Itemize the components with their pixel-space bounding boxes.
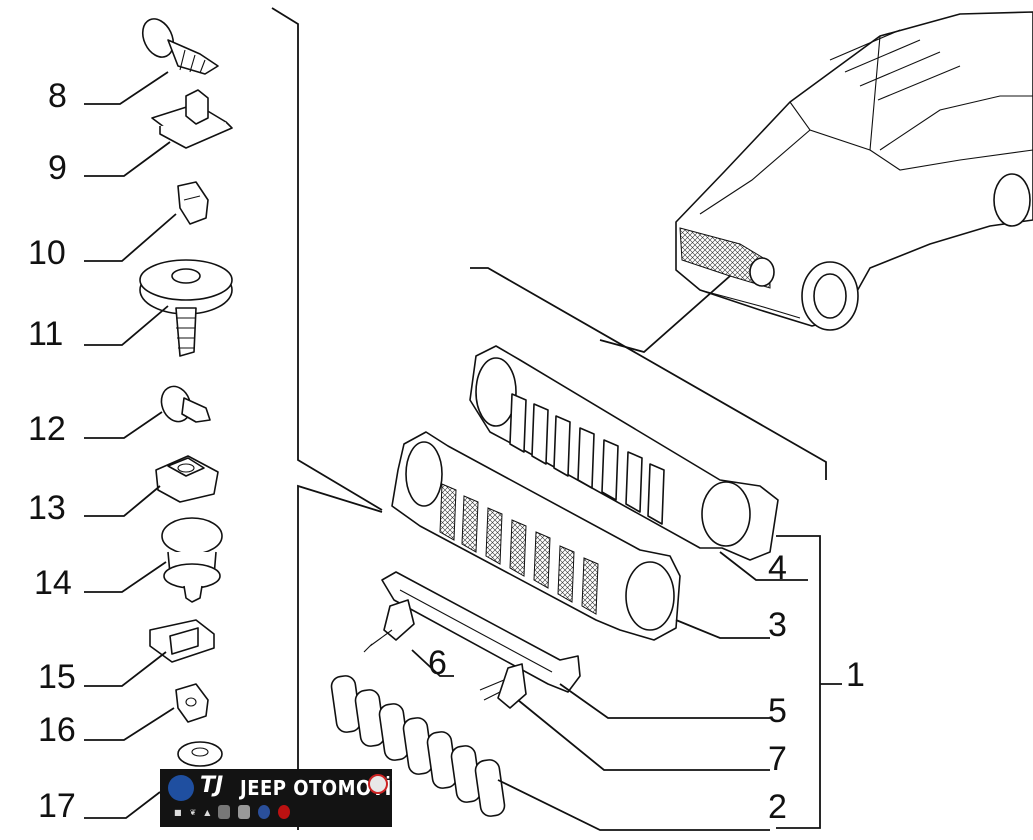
watermark-monogram: TJ — [200, 773, 224, 798]
group-bracket-lines — [271, 7, 842, 830]
fastener-14-push-rivet — [161, 517, 223, 603]
maserati-logo — [238, 805, 251, 819]
fiat-logo — [278, 805, 291, 819]
callout-1: 1 — [846, 656, 865, 694]
part-2-grille-rings — [330, 675, 506, 817]
ram-logo — [218, 805, 231, 819]
callout-2: 2 — [768, 788, 787, 826]
callout-12: 12 — [28, 410, 66, 448]
fastener-8-push-clip — [141, 18, 219, 75]
leader-lines-left — [84, 71, 177, 819]
fastener-13-square-nut — [155, 455, 219, 503]
callout-3: 3 — [768, 606, 787, 644]
callout-11: 11 — [28, 315, 63, 353]
fastener-16-small-clip — [175, 683, 209, 723]
callout-10: 10 — [28, 234, 66, 272]
chrysler-logo: ❦ — [189, 807, 197, 817]
vehicle-outline — [675, 11, 1033, 331]
fastener-17-washer — [177, 741, 223, 767]
part-3-grille-mesh — [391, 431, 681, 641]
jeep-logo: ■ — [174, 807, 182, 817]
mopar-logo — [168, 775, 194, 801]
part-4-outer-frame — [469, 345, 779, 561]
fastener-11-washer-bolt — [139, 259, 233, 357]
callout-4: 4 — [768, 549, 787, 587]
callout-9: 9 — [48, 149, 67, 187]
alfa-romeo-seal — [368, 774, 388, 794]
brand-logo-strip: ■ ❦ ▲ — [174, 805, 291, 819]
fastener-9-spring-nut — [151, 89, 233, 149]
callout-16: 16 — [38, 711, 76, 749]
callout-17: 17 — [38, 787, 76, 825]
callout-15: 15 — [38, 658, 76, 696]
fastener-10-clip — [177, 181, 209, 225]
dealer-watermark: TJ JEEP OTOMOTİV ■ ❦ ▲ — [160, 769, 406, 827]
fastener-12-screw — [160, 385, 211, 423]
callout-6: 6 — [428, 644, 447, 682]
part-4-slots — [509, 393, 665, 525]
callout-7: 7 — [768, 740, 787, 778]
dodge-logo: ▲ — [204, 807, 211, 817]
callout-13: 13 — [28, 489, 66, 527]
callout-8: 8 — [48, 77, 67, 115]
callout-numbers: 8 9 10 11 12 13 14 15 16 17 4 3 1 6 5 7 … — [28, 77, 865, 826]
callout-14: 14 — [34, 564, 72, 602]
vehicle-leader — [599, 275, 731, 353]
callout-5: 5 — [768, 692, 787, 730]
part-5-support-bar — [381, 571, 581, 693]
lancia-logo — [258, 805, 271, 819]
part-6-bracket — [363, 599, 415, 653]
fastener-15-bracket — [149, 619, 215, 663]
leader-lines-right — [411, 551, 808, 831]
